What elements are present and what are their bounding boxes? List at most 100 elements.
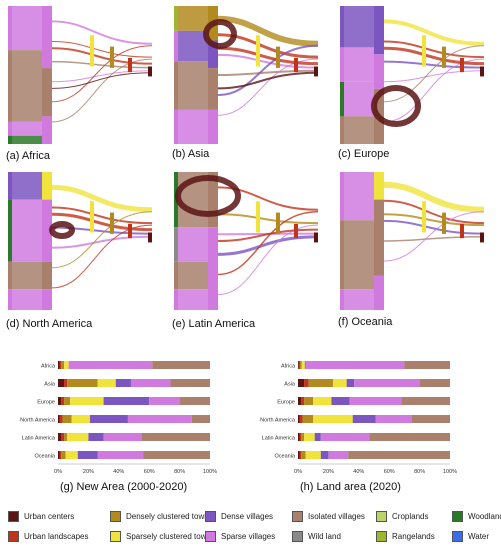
legend-item: Rangelands — [376, 531, 435, 542]
bar-segment — [67, 433, 89, 441]
bar-segment — [375, 415, 412, 423]
sankey-right-node — [128, 223, 132, 239]
bar-segment — [404, 361, 450, 369]
sankey-flow — [344, 172, 374, 221]
legend-label: Dense villages — [221, 512, 274, 521]
sankey-svg — [8, 172, 153, 310]
bar-segment — [103, 433, 142, 441]
bar-segment — [58, 451, 60, 459]
bar-segment — [58, 379, 65, 387]
legend-item: Woodlands — [452, 511, 501, 522]
sankey-right-node — [422, 35, 426, 67]
x-tick-label: 40% — [353, 469, 364, 474]
sankey-link — [51, 41, 153, 58]
sankey-link — [51, 235, 153, 249]
sankey-mid-node — [374, 54, 384, 89]
x-tick-label: 100% — [443, 469, 457, 474]
bar-segment — [89, 415, 128, 423]
bar-segment — [61, 433, 65, 441]
sankey-right-node — [110, 46, 114, 68]
bar-segment — [298, 433, 300, 441]
legend-label: Densely clustered towns — [126, 512, 213, 521]
bar-segment — [320, 433, 370, 441]
sankey-link — [383, 219, 485, 235]
sankey-mid-node — [374, 199, 384, 276]
legend-swatch — [452, 531, 463, 542]
sankey-mid-node — [374, 275, 384, 310]
legend-label: Sparsely clustered towns — [126, 532, 215, 541]
sankey-mid-node — [374, 6, 384, 55]
category-label: Latin America — [22, 436, 56, 442]
sankey-flow — [178, 227, 208, 262]
bar-segment — [313, 415, 353, 423]
sankey-link — [51, 70, 153, 83]
bar-segment — [64, 433, 68, 441]
bar-segment — [298, 451, 300, 459]
sankey-flow — [12, 50, 42, 122]
bar-segment — [58, 415, 60, 423]
category-label: North America — [260, 418, 296, 424]
bar-segment — [304, 361, 306, 369]
sankey-flow — [178, 30, 208, 62]
sankey-link — [217, 53, 319, 69]
bar-segment — [127, 415, 192, 423]
bar-segment — [59, 361, 62, 369]
sankey-link — [383, 60, 485, 69]
legend-item: Urban landscapes — [8, 531, 88, 542]
category-label: Asia — [44, 382, 56, 388]
bar-segment — [115, 379, 131, 387]
bar-segment — [149, 397, 180, 405]
sankey-mid-node — [42, 68, 52, 117]
bar-segment — [59, 415, 63, 423]
x-tick-label: 20% — [83, 469, 94, 474]
sankey-mid-node — [42, 199, 52, 262]
bar-segment — [64, 379, 68, 387]
legend-swatch — [376, 511, 387, 522]
bar-segment — [65, 451, 78, 459]
sankey-left-node — [8, 261, 12, 290]
caption-europe: (c) Europe — [338, 148, 390, 160]
sankey-flow — [12, 121, 42, 136]
sankey-left-node — [340, 172, 344, 221]
sankey-right-node — [480, 232, 484, 243]
x-tick-label: 40% — [113, 469, 124, 474]
bar-segment — [58, 397, 62, 405]
sankey-right-node — [90, 201, 94, 233]
sankey-flow — [344, 47, 374, 82]
sankey-mid-node — [42, 116, 52, 144]
bar-segment — [305, 451, 321, 459]
legend-item: Croplands — [376, 511, 428, 522]
x-tick-label: 0% — [54, 469, 62, 474]
category-label: Latin America — [262, 436, 296, 442]
legend-item: Isolated villages — [292, 511, 365, 522]
sankey-right-node — [128, 57, 132, 73]
sankey-flow — [178, 6, 208, 31]
sankey-link — [383, 199, 485, 225]
category-label: Africa — [281, 364, 296, 370]
sankey-flow — [12, 6, 42, 51]
legend-swatch — [292, 531, 303, 542]
x-tick-label: 60% — [144, 469, 155, 474]
sankey-right-node — [460, 57, 464, 73]
sankey-left-node — [340, 289, 344, 310]
sankey-link — [217, 224, 319, 296]
legend-swatch — [205, 511, 216, 522]
sankey-left-node — [174, 109, 178, 144]
sankey-left-node — [340, 220, 344, 290]
sankey-right-node — [276, 212, 280, 234]
sankey-left-node — [8, 199, 12, 262]
sankey-left-node — [8, 50, 12, 122]
bar-segment — [299, 433, 302, 441]
caption-latin-america: (e) Latin America — [172, 318, 256, 330]
bar-segment — [61, 397, 65, 405]
bar-segment — [143, 451, 210, 459]
sankey-svg — [340, 172, 485, 310]
bar-segment — [300, 361, 302, 369]
sankey-link — [217, 58, 319, 116]
sankey-link — [383, 45, 485, 103]
sankey-svg — [174, 172, 319, 310]
legend-label: Croplands — [392, 512, 429, 521]
legend-swatch — [110, 511, 121, 522]
